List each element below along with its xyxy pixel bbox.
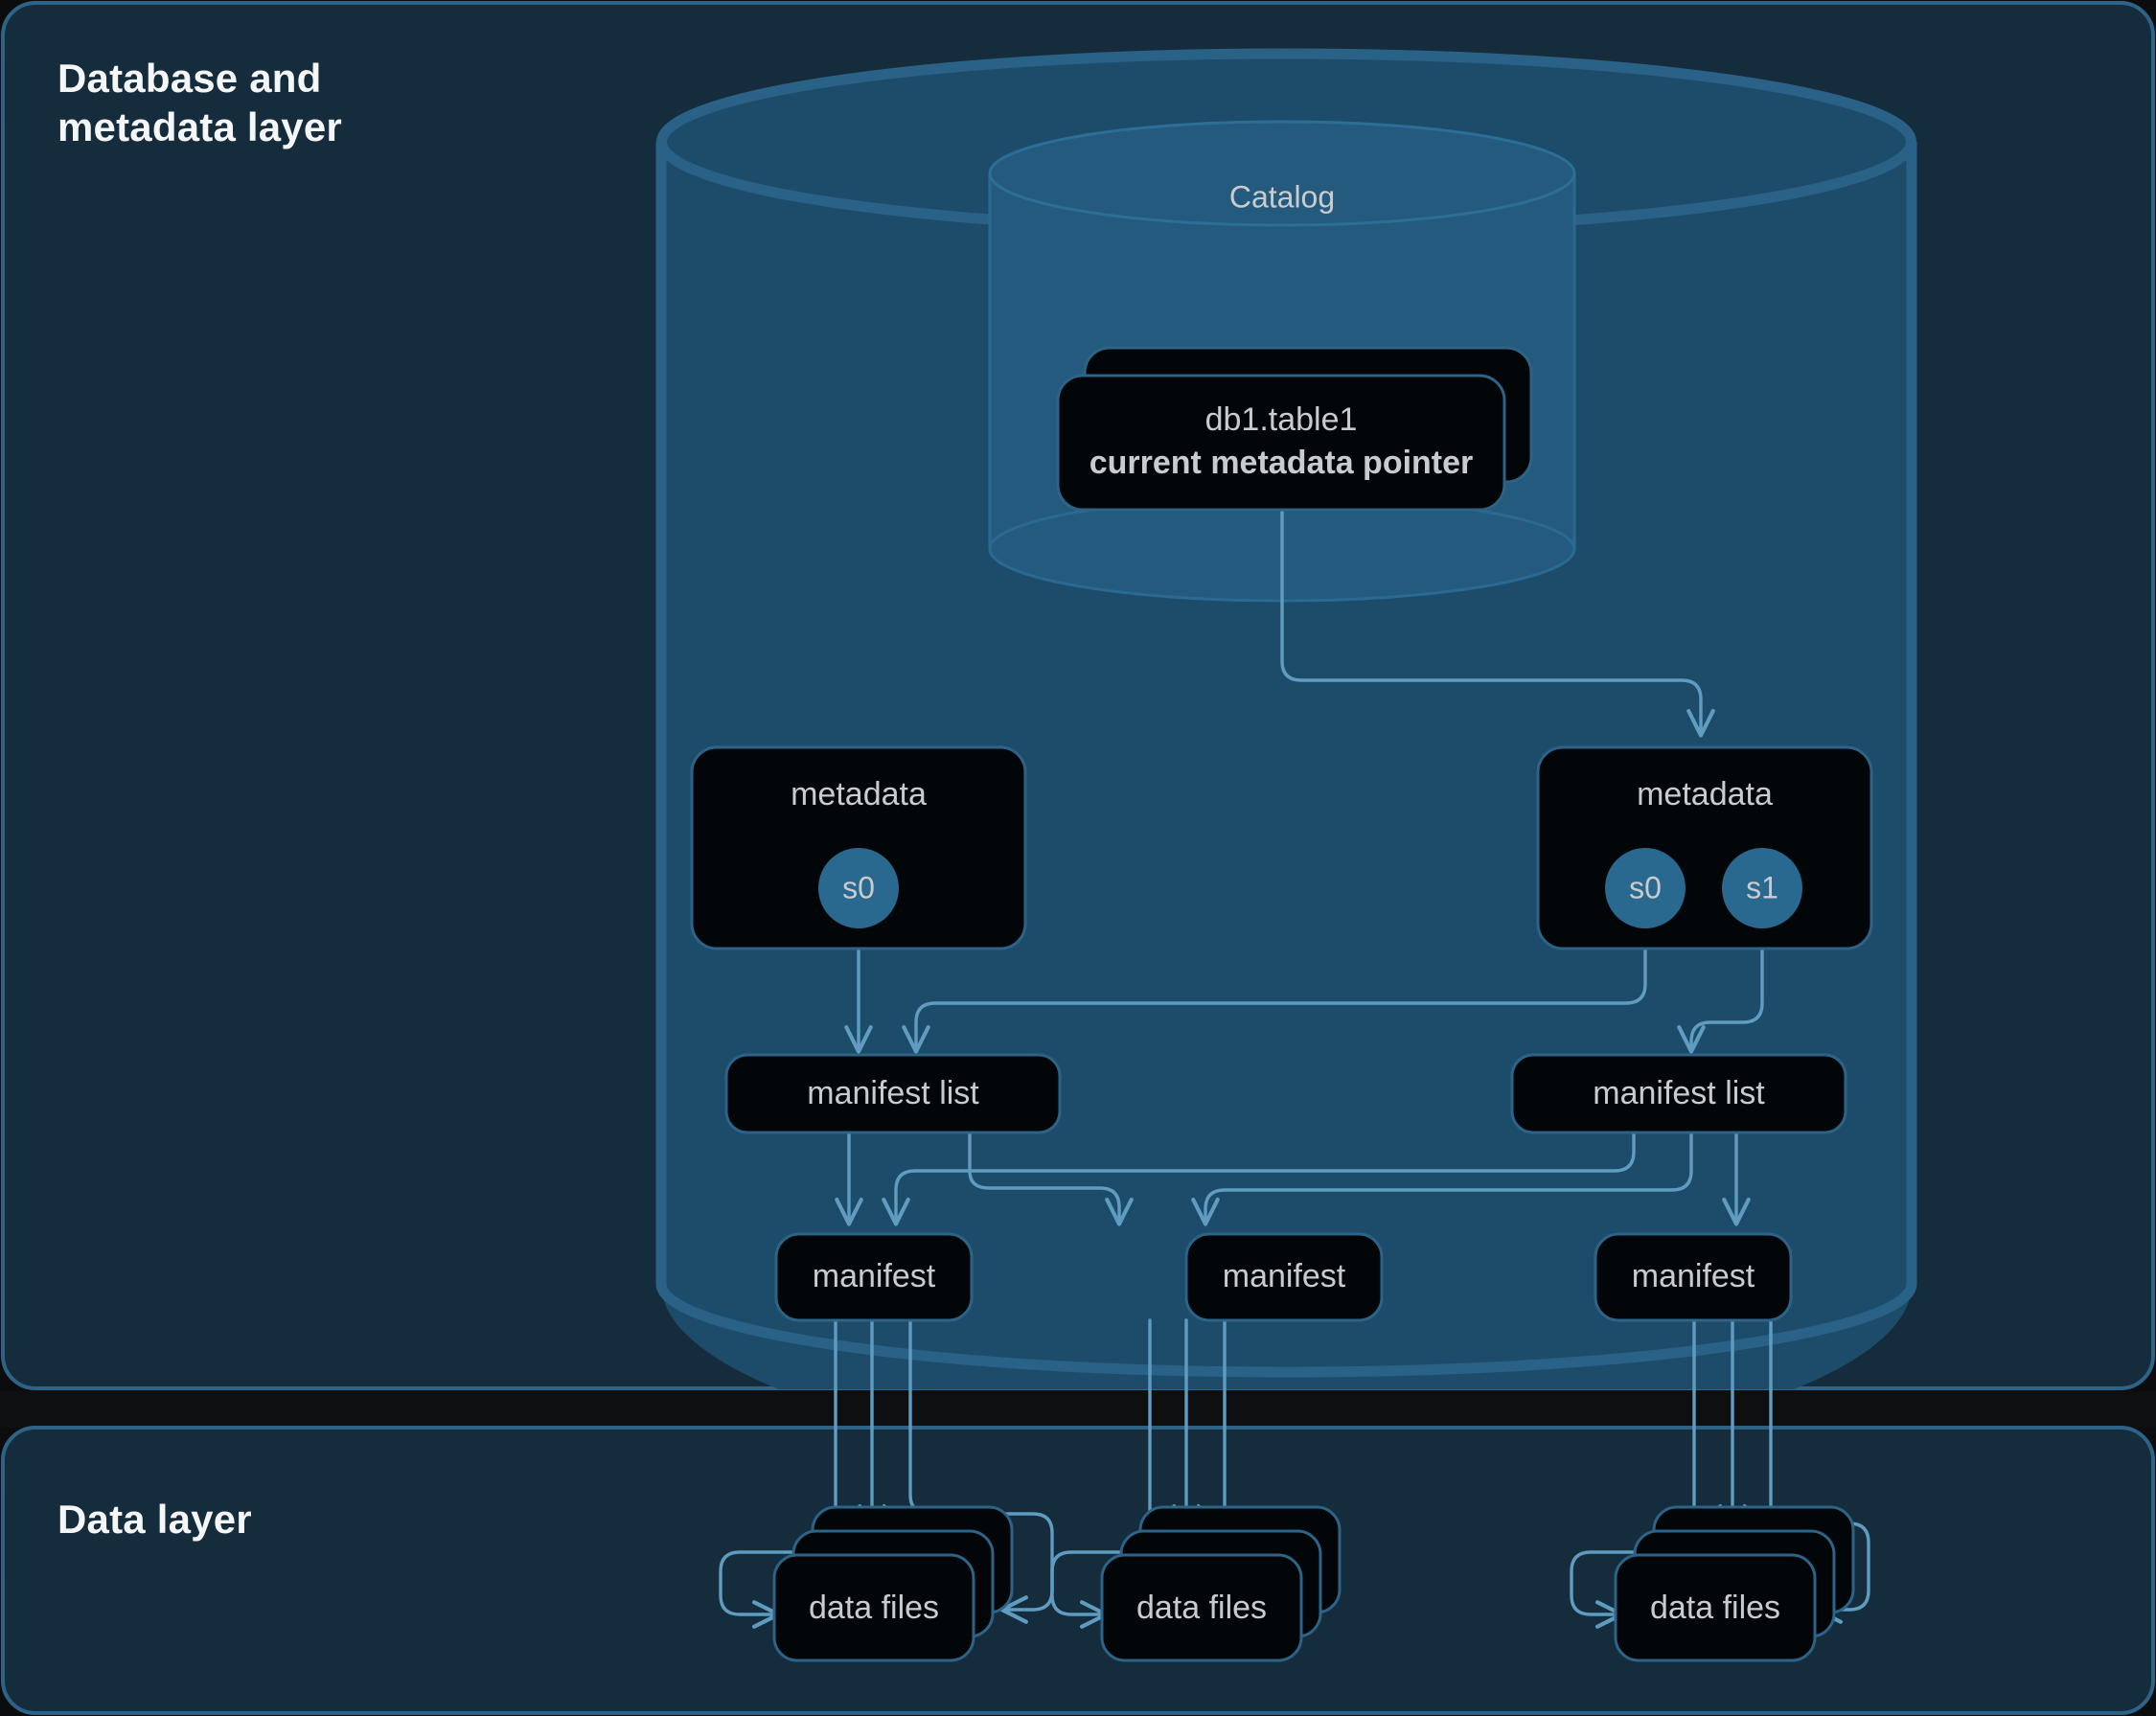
- manifest-list-right-label: manifest list: [1593, 1075, 1765, 1111]
- manifest-list-right-box: [1510, 1053, 1847, 1134]
- metadata-left-label: metadata: [791, 776, 927, 812]
- snapshot-badge-s0-right[interactable]: [1605, 848, 1686, 928]
- snapshot-badge-s1-right-label: s1: [1746, 870, 1778, 904]
- manifest-1-label: manifest: [813, 1258, 936, 1294]
- data-files-3-card-front: [1614, 1553, 1817, 1662]
- metadata-node-right[interactable]: metadata s0 s1: [1536, 745, 1873, 950]
- catalog-table-card[interactable]: db1.table1 current metadata pointer: [1056, 346, 1533, 512]
- manifest-list-left-label: manifest list: [807, 1075, 979, 1111]
- catalog-table-pointer: current metadata pointer: [1089, 445, 1474, 481]
- panel-gap-divider: [0, 1391, 2156, 1428]
- manifest-3-box: [1594, 1232, 1793, 1322]
- connector-mlist-right-to-manifest-2: [1191, 1131, 1693, 1226]
- manifest-2-box: [1184, 1232, 1384, 1322]
- manifest-3-label: manifest: [1632, 1258, 1755, 1294]
- data-files-3-label: data files: [1650, 1590, 1780, 1626]
- snapshot-badge-s0-right-label: s0: [1629, 870, 1662, 904]
- manifest-1-box: [774, 1232, 974, 1322]
- panel-title-database-metadata-layer: Database and metadata layer: [57, 56, 342, 150]
- manifest-list-node-right[interactable]: manifest list: [1510, 1053, 1847, 1134]
- catalog-label: Catalog: [1229, 179, 1335, 214]
- manifest-node-1[interactable]: manifest: [774, 1232, 974, 1322]
- connector-s1-right-to-manifest-list-right: [1677, 918, 1764, 1054]
- connector-group-catalog: [1280, 506, 1715, 738]
- manifest-node-3[interactable]: manifest: [1594, 1232, 1793, 1322]
- manifest-list-left-box: [724, 1053, 1062, 1134]
- metadata-right-label: metadata: [1637, 776, 1773, 812]
- connector-group-manifest-lists: [835, 1131, 1751, 1226]
- data-files-2-label: data files: [1136, 1590, 1267, 1626]
- connector-s0-right-to-manifest-list-left: [902, 918, 1647, 1054]
- data-files-node-2[interactable]: data files: [1100, 1505, 1342, 1662]
- manifest-node-2[interactable]: manifest: [1184, 1232, 1384, 1322]
- panel-database-metadata-layer: Catalog: [1, 1, 2155, 1390]
- catalog-table-name: db1.table1: [1205, 401, 1358, 438]
- manifest-list-node-left[interactable]: manifest list: [724, 1053, 1062, 1134]
- connector-pointer-to-metadata-right: [1280, 506, 1715, 738]
- metadata-node-left[interactable]: metadata s0: [690, 745, 1027, 950]
- panel-title-data-layer: Data layer: [57, 1497, 252, 1542]
- data-files-1-label: data files: [809, 1590, 939, 1626]
- data-files-1-card-front: [772, 1553, 975, 1662]
- snapshot-badge-s0-left-label: s0: [842, 870, 875, 904]
- manifest-2-label: manifest: [1223, 1258, 1346, 1294]
- snapshot-badge-s1-right[interactable]: [1722, 848, 1802, 928]
- snapshot-badge-s0-left[interactable]: [818, 848, 899, 928]
- data-files-node-3[interactable]: data files: [1614, 1505, 1855, 1662]
- catalog-table-card-front: [1056, 374, 1506, 512]
- data-files-node-1[interactable]: data files: [772, 1505, 1014, 1662]
- connector-mlist-left-to-manifest-2: [968, 1131, 1134, 1226]
- data-files-2-card-front: [1100, 1553, 1303, 1662]
- connector-mlist-right-to-manifest-1: [882, 1131, 1636, 1226]
